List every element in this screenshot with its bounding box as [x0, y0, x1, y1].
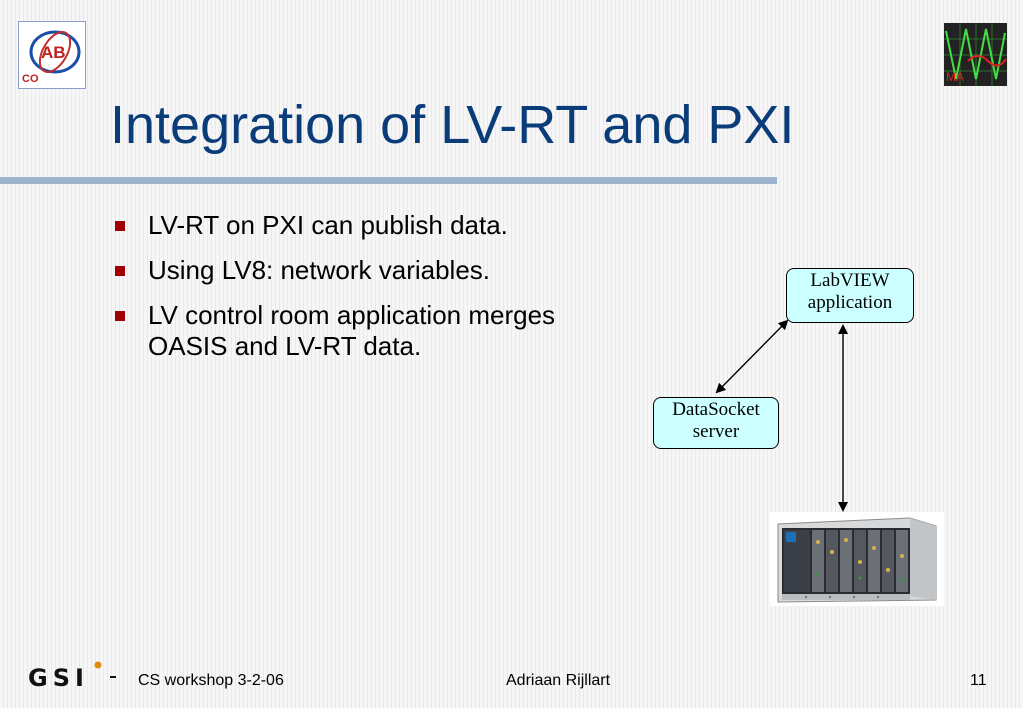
- square-bullet-icon: [115, 311, 125, 321]
- datasocket-box-line1: DataSocket: [672, 399, 760, 420]
- bullet-item: Using LV8: network variables.: [112, 255, 632, 286]
- bullet-text: LV control room application merges OASIS…: [148, 300, 556, 361]
- datasocket-labview-arrow: [715, 319, 789, 394]
- co-logo-text: CO: [22, 73, 39, 85]
- slide-page-number: 11: [970, 672, 987, 689]
- ab-logo-text: AB: [41, 43, 66, 62]
- labview-box-line1: LabVIEW: [810, 270, 890, 291]
- datasocket-box-line2: server: [692, 421, 740, 442]
- bullet-list: LV-RT on PXI can publish data. Using LV8…: [112, 210, 632, 376]
- ma-logo: MA: [944, 23, 1007, 86]
- gsi-logo: GSI: [26, 660, 122, 696]
- gsi-logo-text: GSI: [28, 664, 89, 692]
- title-underline-rule: [0, 177, 777, 184]
- bullet-text: Using LV8: network variables.: [148, 255, 491, 285]
- bullet-text: LV-RT on PXI can publish data.: [148, 210, 508, 240]
- bullet-item: LV-RT on PXI can publish data.: [112, 210, 632, 241]
- footer-event: CS workshop 3-2-06: [138, 672, 284, 689]
- datasocket-server-box: DataSocket server: [653, 397, 779, 449]
- bullet-item: LV control room application merges OASIS…: [112, 300, 568, 362]
- square-bullet-icon: [115, 221, 125, 231]
- pxi-chassis-image: [770, 512, 944, 606]
- square-bullet-icon: [115, 266, 125, 276]
- slide-title: Integration of LV-RT and PXI: [110, 95, 795, 155]
- footer-author: Adriaan Rijllart: [506, 672, 611, 689]
- labview-box-line2: application: [807, 292, 893, 313]
- labview-application-box: LabVIEW application: [786, 268, 914, 323]
- ma-logo-text: MA: [946, 70, 964, 84]
- ab-co-logo: AB CO: [18, 21, 86, 89]
